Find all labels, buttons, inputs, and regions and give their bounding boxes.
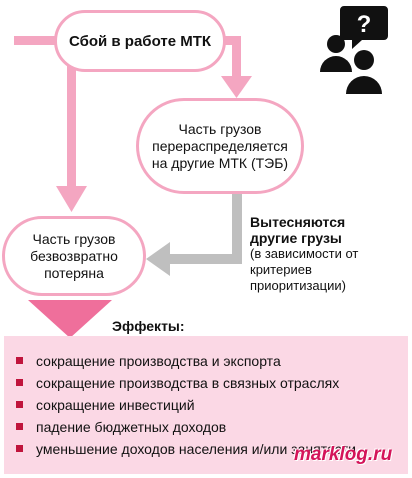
effect-item: сокращение производства и экспорта <box>14 350 356 372</box>
node-failure-label: Сбой в работе МТК <box>68 32 212 50</box>
displaced-title: Вытесняются другие грузы <box>250 214 346 246</box>
effect-item: падение бюджетных доходов <box>14 416 356 438</box>
node-lost-label: Часть грузов безвозвратно потеряна <box>30 230 118 281</box>
effects-title: Эффекты: <box>112 318 185 334</box>
effects-panel <box>4 336 408 474</box>
node-failure: Сбой в работе МТК <box>54 10 226 72</box>
svg-text:?: ? <box>357 11 372 38</box>
effect-item: уменьшение доходов населения и/или занят… <box>14 438 356 460</box>
node-redistributed: Часть грузов перераспределяется на други… <box>136 98 304 194</box>
effects-list: сокращение производства и экспорта сокра… <box>14 350 356 460</box>
arrow-lost-to-effects <box>28 300 112 338</box>
watermark: marklog.ru <box>294 444 393 465</box>
arrow-failure-to-lost <box>14 36 87 212</box>
arrow-redistributed-to-lost <box>146 194 242 276</box>
node-lost: Часть грузов безвозвратно потеряна <box>2 216 146 296</box>
effect-item: сокращение инвестиций <box>14 394 356 416</box>
arrow-failure-to-redistributed <box>221 36 252 98</box>
effect-item: сокращение производства в связных отрасл… <box>14 372 356 394</box>
displaced-cargo-note: Вытесняются другие грузы (в зависимости … <box>250 214 408 294</box>
node-redistributed-label: Часть грузов перераспределяется на други… <box>151 120 289 171</box>
people-question-icon: ? <box>320 6 388 94</box>
displaced-criteria: (в зависимости от критериев приоритизаци… <box>250 246 359 293</box>
